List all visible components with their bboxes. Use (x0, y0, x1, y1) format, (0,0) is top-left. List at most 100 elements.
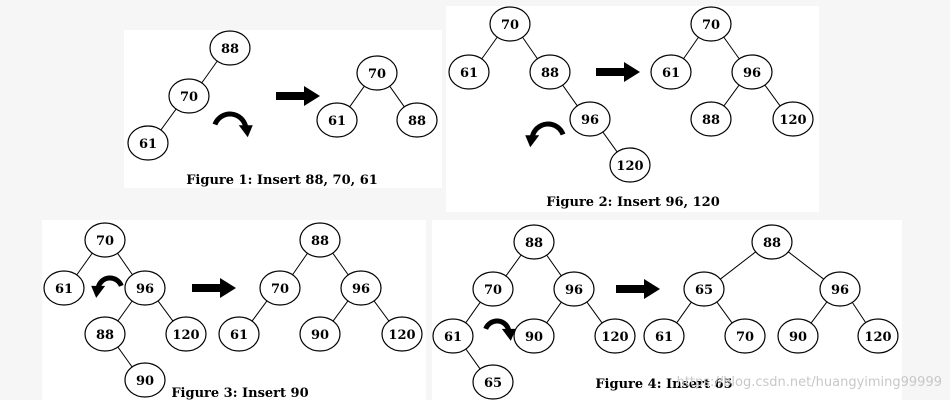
figure-3-after-edge-70-61 (250, 299, 269, 323)
figure-2-before-node-61: 61 (448, 54, 490, 90)
svg-text:70: 70 (271, 282, 289, 297)
svg-text:61: 61 (139, 137, 157, 152)
figure-1-before-edge-70-61 (159, 107, 178, 132)
figure-4-before-node-90: 90 (513, 318, 555, 354)
svg-text:61: 61 (328, 114, 346, 129)
svg-text:70: 70 (368, 67, 386, 82)
figure-3-after-edge-88-70 (291, 251, 309, 277)
figure-4-before-edge-70-61 (464, 300, 482, 325)
svg-text:88: 88 (525, 236, 543, 251)
svg-text:70: 70 (501, 18, 519, 33)
figure-1-after-node-61: 61 (316, 102, 358, 138)
svg-text:90: 90 (136, 374, 154, 389)
svg-text:90: 90 (525, 330, 543, 345)
figure-4-before-node-120: 120 (594, 318, 636, 354)
svg-text:96: 96 (565, 283, 583, 298)
figure-3-after-node-61: 61 (218, 316, 260, 352)
figure-4-after-node-88: 88 (751, 224, 793, 260)
svg-text:88: 88 (96, 328, 114, 343)
svg-text:88: 88 (408, 114, 426, 129)
figure-2-caption: Figure 2: Insert 96, 120 (546, 195, 720, 210)
figure-1-after-node-70: 70 (356, 55, 398, 91)
figure-2-before-edge-70-88 (521, 35, 539, 61)
figure-1-rotation-icon (212, 111, 253, 138)
svg-text:61: 61 (662, 66, 680, 81)
figure-4-after-node-120: 120 (857, 318, 899, 354)
figure-2-before-edge-96-120 (601, 130, 619, 154)
figure-3-after-node-90: 90 (299, 316, 341, 352)
svg-text:70: 70 (736, 330, 754, 345)
figure-4-before-node-65: 65 (472, 364, 514, 400)
figure-3-before-edge-96-120 (156, 299, 175, 323)
figure-1-before-node-88: 88 (209, 30, 251, 66)
svg-text:70: 70 (484, 283, 502, 298)
rotation-icons (91, 111, 566, 341)
figure-1-before-edge-88-70 (200, 59, 219, 85)
figure-4-after-node-65: 65 (683, 271, 725, 307)
figure-1-after-edge-70-88 (388, 84, 406, 109)
figure-2-after-node-96: 96 (731, 54, 773, 90)
figure-2-after-edge-96-88 (722, 83, 741, 108)
svg-text:120: 120 (172, 328, 199, 343)
svg-text:88: 88 (541, 66, 559, 81)
svg-text:70: 70 (180, 90, 198, 105)
figure-3-after-edge-96-120 (372, 299, 391, 323)
figure-2-before-node-120: 120 (609, 147, 651, 183)
svg-text:61: 61 (460, 66, 478, 81)
figure-4-after-edge-65-61 (675, 300, 693, 325)
svg-text:70: 70 (96, 234, 114, 249)
figure-4-after-edge-88-65 (718, 250, 758, 281)
svg-text:65: 65 (695, 283, 713, 298)
svg-text:120: 120 (864, 330, 891, 345)
svg-text:88: 88 (221, 42, 239, 57)
figure-4-after-edge-88-96 (786, 250, 826, 281)
figure-3-before-edge-70-96 (116, 251, 134, 277)
svg-text:65: 65 (484, 376, 502, 391)
svg-text:61: 61 (655, 330, 673, 345)
figure-1-before-node-70: 70 (168, 78, 210, 114)
figure-1-transform-arrow (276, 86, 320, 106)
figure-4-after-edge-96-120 (850, 300, 868, 325)
tree-nodes: 88 70 61 70 61 88 70 61 88 96 120 70 61 96 88 120 70 61 96… (43, 6, 899, 400)
figure-4-after-node-70: 70 (724, 318, 766, 354)
figure-4-before-edge-96-90 (545, 300, 563, 325)
figure-4-after-node-90: 90 (777, 318, 819, 354)
figure-1-after-node-88: 88 (396, 102, 438, 138)
figure-3-before-node-61: 61 (43, 270, 85, 306)
figure-1-caption: Figure 1: Insert 88, 70, 61 (186, 173, 378, 188)
figure-1-after-edge-70-61 (348, 84, 366, 109)
figure-2-after-node-70: 70 (690, 6, 732, 42)
figure-3-before-edge-96-88 (116, 299, 134, 323)
svg-text:61: 61 (55, 282, 73, 297)
svg-text:96: 96 (831, 283, 849, 298)
figure-2-before-node-96: 96 (569, 101, 611, 137)
figure-2-after-edge-70-61 (682, 35, 700, 61)
svg-text:90: 90 (789, 330, 807, 345)
figure-2-transform-arrow (596, 62, 640, 82)
figure-4-before-node-96: 96 (553, 271, 595, 307)
figure-3-before-node-70: 70 (84, 222, 126, 258)
svg-text:88: 88 (702, 113, 720, 128)
figure-4-panel (432, 220, 902, 400)
figure-4-before-edge-88-96 (545, 253, 563, 278)
figure-3-transform-arrow (192, 278, 236, 298)
figure-3-caption: Figure 3: Insert 90 (171, 386, 308, 400)
figure-4-before-node-61: 61 (432, 318, 474, 354)
figure-3-after-node-96: 96 (340, 270, 382, 306)
figure-2-before-node-70: 70 (489, 6, 531, 42)
figure-2-before-edge-70-61 (480, 35, 499, 61)
figure-3-rotation-icon (91, 275, 124, 298)
figure-3-before-node-96: 96 (124, 270, 166, 306)
svg-text:120: 120 (779, 113, 806, 128)
svg-text:88: 88 (763, 236, 781, 251)
figure-2-after-node-120: 120 (772, 101, 814, 137)
tree-edges (75, 35, 868, 371)
figure-2-rotation-icon (525, 121, 566, 148)
svg-text:96: 96 (352, 282, 370, 297)
figure-4-before-edge-61-65 (464, 347, 482, 371)
svg-text:96: 96 (743, 66, 761, 81)
figure-1-before-node-61: 61 (127, 125, 169, 161)
figure-4-before-edge-96-120 (585, 300, 604, 325)
figure-2-after-edge-96-120 (763, 83, 782, 108)
